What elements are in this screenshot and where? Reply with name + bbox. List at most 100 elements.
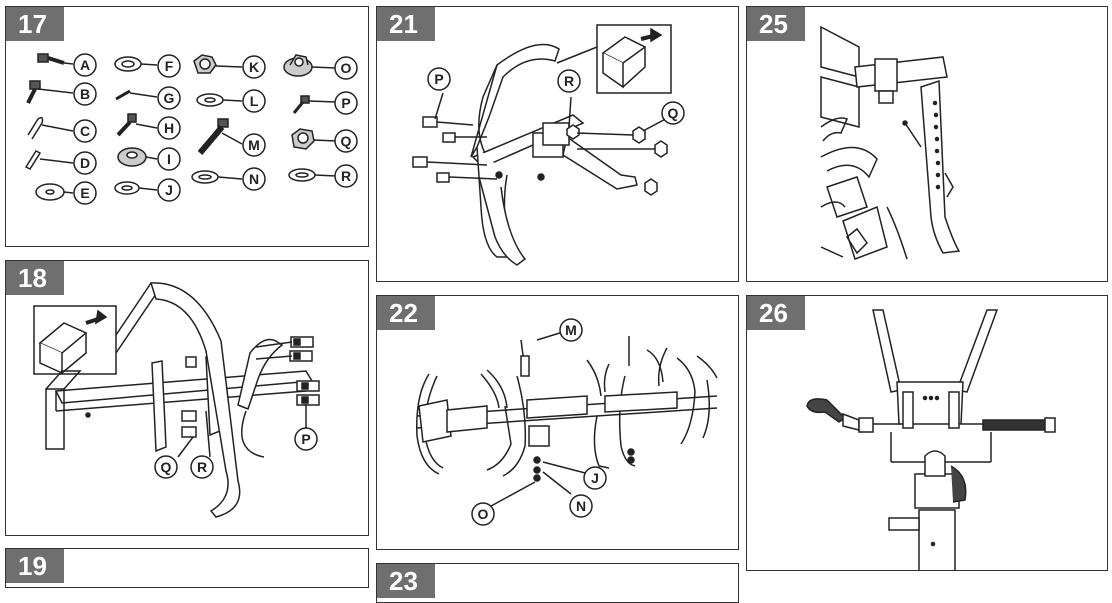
step22-callout-n bbox=[569, 494, 593, 518]
part-callout-b bbox=[73, 82, 97, 106]
washer-e-icon bbox=[35, 183, 74, 201]
step-26-number: 26 bbox=[747, 296, 805, 330]
step18-label-r: R bbox=[197, 459, 207, 475]
part-callout-i bbox=[157, 147, 181, 171]
tine-shaft bbox=[45, 370, 314, 450]
washer-r-icon bbox=[288, 168, 337, 182]
nut-q-icon bbox=[291, 128, 337, 150]
step-23-panel: 23 bbox=[376, 563, 739, 603]
part-callout-e bbox=[73, 181, 97, 205]
nuts-right bbox=[566, 124, 668, 196]
bolt-b-icon bbox=[26, 80, 74, 104]
part-callout-a bbox=[73, 53, 97, 77]
tine-set-left bbox=[416, 373, 488, 475]
step22-callout-o bbox=[471, 502, 495, 526]
part-callout-c bbox=[73, 119, 97, 143]
part-callout-q bbox=[334, 129, 358, 153]
step-21-panel: 21 bbox=[376, 6, 739, 282]
step-22-number: 22 bbox=[377, 296, 435, 330]
part-label-l: L bbox=[250, 93, 259, 109]
step22-callout-m bbox=[559, 318, 583, 342]
step22-callout-j bbox=[583, 466, 607, 490]
tine-shaft-assembly-diagram: M JN O bbox=[416, 318, 718, 526]
pin-d-icon bbox=[24, 150, 74, 170]
part-label-e: E bbox=[80, 185, 89, 201]
part-callout-k bbox=[242, 55, 266, 79]
detail-inset bbox=[33, 282, 159, 375]
washer-j-icon bbox=[114, 181, 158, 195]
part-label-i: I bbox=[167, 151, 171, 167]
step-19-panel: 19 bbox=[5, 548, 369, 588]
step22-label-n: N bbox=[576, 498, 586, 514]
step22-label-o: O bbox=[478, 506, 489, 522]
bolts-right bbox=[255, 336, 320, 406]
step-17-panel: 17 bbox=[5, 6, 369, 247]
nut-k-icon bbox=[193, 54, 243, 74]
part-label-h: H bbox=[164, 120, 174, 136]
step-26-panel: 26 bbox=[746, 295, 1108, 571]
part-label-r: R bbox=[341, 168, 351, 184]
clip-pin-c-icon bbox=[27, 116, 74, 140]
part-label-b: B bbox=[80, 86, 90, 102]
bolt-p-icon bbox=[292, 95, 337, 114]
part-callout-n bbox=[242, 167, 266, 191]
bolt-g-icon bbox=[115, 89, 158, 101]
depth-bar-diagram bbox=[820, 25, 961, 260]
tine-bracket-diagram: P R Q bbox=[412, 24, 685, 266]
step21-label-q: Q bbox=[668, 105, 679, 121]
step-21-number: 21 bbox=[377, 7, 435, 41]
part-label-d: D bbox=[80, 155, 90, 171]
step22-label-m: M bbox=[565, 322, 577, 338]
washer-n-icon bbox=[191, 170, 243, 184]
part-label-a: A bbox=[80, 57, 90, 73]
part-label-k: K bbox=[249, 59, 259, 75]
part-label-n: N bbox=[249, 171, 259, 187]
step18-callout-r bbox=[190, 455, 214, 479]
step21-callout-p bbox=[427, 67, 451, 91]
part-callout-g bbox=[157, 86, 181, 110]
step22-label-j: J bbox=[591, 470, 599, 486]
tine-set-center-left bbox=[480, 369, 588, 477]
part-callout-r bbox=[334, 164, 358, 188]
tine-set-right bbox=[646, 347, 718, 445]
step18-label-q: Q bbox=[161, 459, 172, 475]
washer-l-icon bbox=[196, 93, 243, 107]
step21-callout-q bbox=[661, 101, 685, 125]
step-18-panel: 18 bbox=[5, 260, 369, 536]
step-19-number: 19 bbox=[6, 549, 64, 583]
part-callout-m bbox=[242, 133, 266, 157]
part-callout-p bbox=[334, 91, 358, 115]
step-25-panel: 25 bbox=[746, 6, 1108, 282]
part-callout-j bbox=[157, 178, 181, 202]
step21-callout-r bbox=[557, 69, 581, 93]
tine-assembly-diagram: Q R P bbox=[33, 282, 320, 518]
bolt-m-icon bbox=[197, 118, 243, 155]
part-callout-h bbox=[157, 116, 181, 140]
step18-callout-q bbox=[154, 455, 178, 479]
part-callout-l bbox=[242, 89, 266, 113]
step21-label-p: P bbox=[434, 71, 443, 87]
step-18-number: 18 bbox=[6, 261, 64, 295]
part-label-m: M bbox=[248, 137, 260, 153]
part-callout-d bbox=[73, 151, 97, 175]
part-label-p: P bbox=[341, 95, 350, 111]
part-label-q: Q bbox=[341, 133, 352, 149]
step21-label-r: R bbox=[564, 73, 574, 89]
step-23-number: 23 bbox=[377, 564, 435, 598]
lock-washer-f-icon bbox=[114, 56, 158, 72]
flange-nut-o-icon bbox=[283, 54, 337, 77]
part-label-j: J bbox=[165, 182, 173, 198]
step18-callout-p bbox=[294, 427, 318, 451]
step-22-panel: 22 bbox=[376, 295, 739, 550]
step-25-number: 25 bbox=[747, 7, 805, 41]
step18-label-p: P bbox=[301, 431, 310, 447]
step-17-number: 17 bbox=[6, 7, 64, 41]
long-bolt bbox=[961, 417, 1056, 433]
depth-bar bbox=[920, 79, 961, 254]
bolt-a-icon bbox=[37, 53, 74, 65]
part-callout-o bbox=[334, 56, 358, 80]
part-callout-f bbox=[157, 54, 181, 78]
handle-grip bbox=[806, 398, 901, 433]
detail-inset bbox=[556, 24, 672, 94]
